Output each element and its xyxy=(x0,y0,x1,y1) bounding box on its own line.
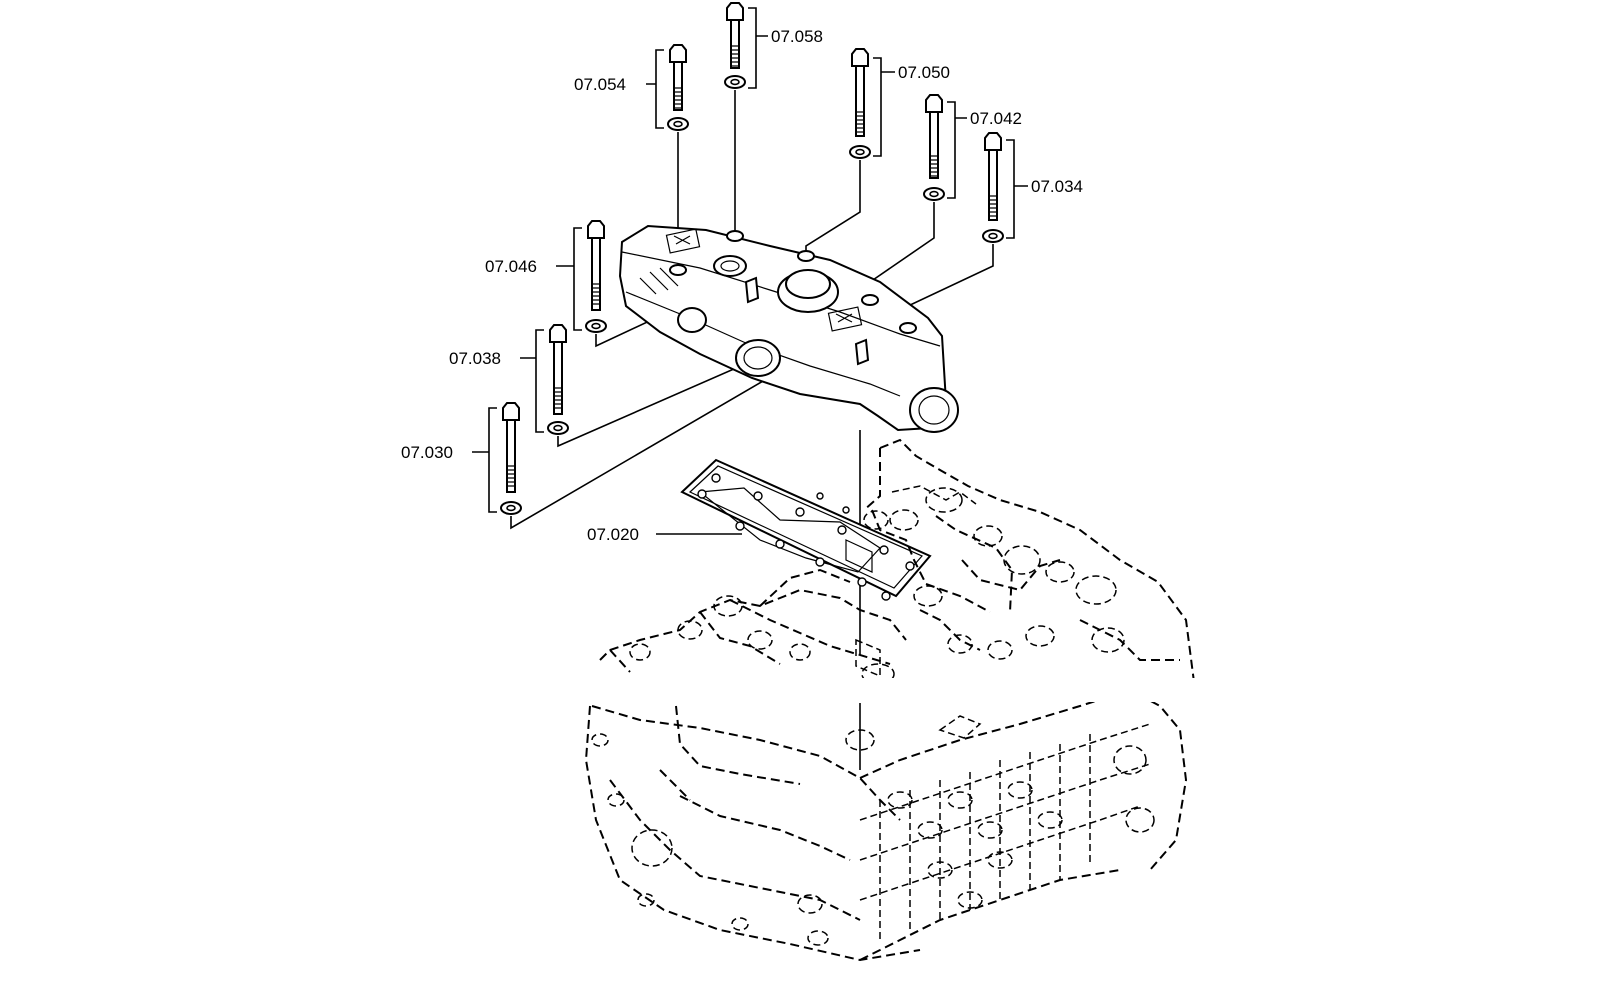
washer-07-034 xyxy=(982,229,1004,243)
label-07-054: 07.054 xyxy=(574,75,626,94)
bolt-07-046 xyxy=(587,220,605,311)
washer-07-038 xyxy=(547,421,569,435)
label-07-058: 07.058 xyxy=(771,27,823,46)
leader-lines xyxy=(510,90,994,770)
image-cut-strip xyxy=(560,678,1200,702)
label-07-050: 07.050 xyxy=(898,63,950,82)
bolt-07-050 xyxy=(851,48,869,137)
callout-labels: 07.058 07.054 07.050 07.042 07.034 07.04… xyxy=(401,27,1083,544)
gasket-07-020 xyxy=(680,458,932,601)
bolt-07-054 xyxy=(669,44,687,111)
bolt-07-034 xyxy=(984,132,1002,221)
washer-07-054 xyxy=(667,117,689,131)
bolt-07-042 xyxy=(925,94,943,179)
bolt-07-030 xyxy=(502,402,520,493)
label-07-020: 07.020 xyxy=(587,525,639,544)
washer-07-042 xyxy=(923,187,945,201)
bolt-07-038 xyxy=(549,324,567,415)
washer-07-030 xyxy=(500,501,522,515)
label-07-030: 07.030 xyxy=(401,443,453,462)
washer-07-046 xyxy=(585,319,607,333)
callout-brackets xyxy=(472,7,1028,535)
label-07-038: 07.038 xyxy=(449,349,501,368)
transmission-housing-phantom xyxy=(584,438,1195,962)
washer-07-058 xyxy=(724,75,746,89)
valve-cover-housing xyxy=(618,224,959,433)
label-07-046: 07.046 xyxy=(485,257,537,276)
label-07-034: 07.034 xyxy=(1031,177,1083,196)
label-07-042: 07.042 xyxy=(970,109,1022,128)
washer-07-050 xyxy=(849,145,871,159)
bolt-07-058 xyxy=(726,2,744,69)
